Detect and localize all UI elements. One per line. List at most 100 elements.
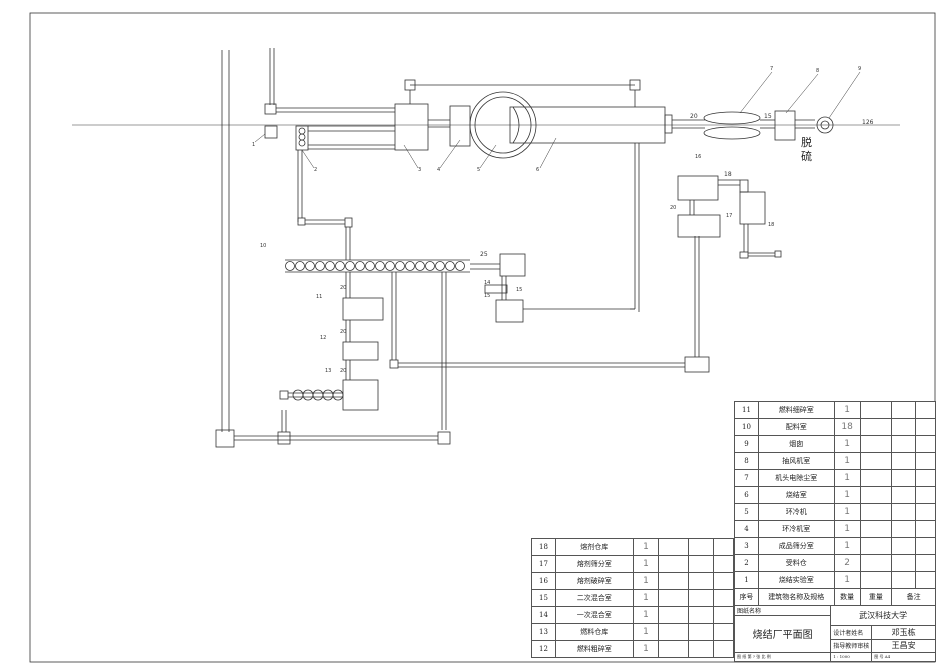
label-5: 5 [477, 167, 480, 173]
batching-bin [425, 261, 435, 271]
building-12 [342, 341, 379, 361]
cell-name: 抽风机室 [757, 452, 835, 470]
footer-number: 图 号 A4 [871, 651, 936, 663]
cell-note1 [891, 520, 917, 538]
cell-weight [859, 486, 893, 504]
cell-no: 6 [734, 486, 759, 504]
cell-qty: 1 [833, 503, 861, 521]
header-note: 备注 [891, 588, 936, 606]
cell-note2 [915, 537, 936, 555]
building-16 [677, 175, 719, 201]
cell-weight [859, 418, 893, 436]
cell-note1 [688, 572, 715, 590]
cell-no: 14 [531, 606, 556, 624]
cell-qty: 1 [632, 538, 660, 556]
label-10: 10 [260, 243, 266, 249]
label-7: 7 [770, 66, 773, 72]
cell-no: 1 [734, 571, 759, 589]
drawing-border [29, 12, 936, 663]
table-header-row: 序号 建筑物名称及规格 数量 重量 备注 [734, 588, 936, 606]
cell-weight [859, 520, 893, 538]
building-1 [264, 125, 278, 139]
cell-weight [859, 435, 893, 453]
cell-no: 5 [734, 503, 759, 521]
label-11: 11 [316, 294, 322, 300]
cell-note2 [915, 503, 936, 521]
batching-bin [445, 261, 455, 271]
building-3 [394, 103, 429, 151]
header-qty: 数量 [833, 588, 861, 606]
cell-note1 [891, 486, 917, 504]
designer-label: 设计者姓名 [830, 625, 873, 640]
cell-note1 [891, 503, 917, 521]
precipitator-7 [703, 111, 761, 125]
batching-bin [405, 261, 415, 271]
batching-bin [345, 261, 355, 271]
cell-qty: 1 [833, 435, 861, 453]
cell-name: 熔剂仓库 [554, 538, 634, 556]
building-8 [774, 110, 796, 141]
cell-qty: 1 [833, 486, 861, 504]
cell-name: 受料仓 [757, 554, 835, 572]
dim-20c: 20 [340, 285, 346, 291]
desulfurization-label-2: 硫 [801, 149, 812, 163]
label-4: 4 [437, 167, 440, 173]
cell-note2 [713, 572, 734, 590]
cell-note1 [891, 401, 917, 419]
batching-bin [365, 261, 375, 271]
cell-note1 [891, 537, 917, 555]
cell-qty: 18 [833, 418, 861, 436]
desulfurization-label-1: 脱 [801, 135, 812, 149]
cell-name: 配料室 [757, 418, 835, 436]
cell-note1 [688, 640, 715, 658]
cell-note2 [915, 418, 936, 436]
label-18: 18 [768, 222, 774, 228]
cell-no: 11 [734, 401, 759, 419]
header-no: 序号 [734, 588, 759, 606]
ring-cooler-5 [469, 91, 537, 159]
cell-note1 [891, 571, 917, 589]
batching-bin [295, 261, 305, 271]
cell-name: 二次混合室 [554, 589, 634, 607]
cell-note1 [891, 469, 917, 487]
label-15: 15 [484, 293, 490, 299]
batching-bin [435, 261, 445, 271]
cell-name: 烟囱 [757, 435, 835, 453]
cell-no: 3 [734, 537, 759, 555]
cell-qty: 1 [833, 469, 861, 487]
dim-126: 126 [862, 119, 874, 126]
batching-bin [325, 261, 335, 271]
label-8: 8 [816, 68, 819, 74]
cell-note2 [915, 435, 936, 453]
cell-weight [859, 537, 893, 555]
label-12: 12 [320, 335, 326, 341]
cell-weight [658, 572, 690, 590]
cell-qty: 1 [833, 537, 861, 555]
cell-weight [859, 469, 893, 487]
batching-bin [305, 261, 315, 271]
batching-bin [385, 261, 395, 271]
cell-no: 9 [734, 435, 759, 453]
batching-bin [335, 261, 345, 271]
cell-no: 13 [531, 623, 556, 641]
cell-qty: 1 [632, 589, 660, 607]
dim-15b: 15 [516, 287, 522, 293]
cell-note2 [713, 538, 734, 556]
label-3: 3 [418, 167, 421, 173]
cell-qty: 1 [833, 452, 861, 470]
cell-no: 12 [531, 640, 556, 658]
cell-note2 [915, 571, 936, 589]
drawing-name-label: 图纸名称 [733, 604, 832, 617]
dim-20b: 20 [670, 205, 676, 211]
cell-weight [658, 538, 690, 556]
